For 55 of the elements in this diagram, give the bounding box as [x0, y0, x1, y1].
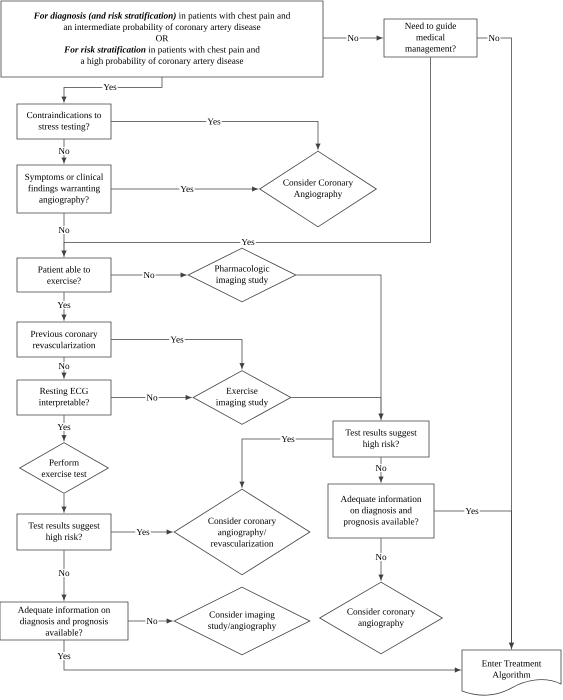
arrow	[62, 77, 162, 102]
process-box: Adequate information on diagnosis and prognosis available?	[328, 484, 434, 538]
edge-label: Yes	[56, 300, 72, 310]
arrow	[62, 139, 66, 164]
edge-label: Yes	[206, 117, 222, 126]
process-box: Patient able to exercise?	[16, 258, 112, 292]
process-box: Symptoms or clinical findings warranting angiography?	[16, 164, 112, 214]
arrow	[378, 538, 384, 580]
arrow	[62, 57, 431, 256]
arrow	[111, 530, 172, 534]
edge-label: Yes	[280, 434, 296, 444]
edge-label: Yes	[240, 238, 256, 246]
edge-label: No	[142, 270, 156, 280]
arrow	[62, 550, 66, 600]
arrow	[323, 36, 382, 40]
arrow	[111, 186, 258, 192]
arrow	[111, 272, 186, 278]
edge-label: No	[374, 552, 388, 562]
arrow	[62, 357, 66, 378]
process-box: Test results suggest high risk?	[332, 420, 430, 458]
edge-label: No	[145, 393, 159, 402]
process-box: Test results suggest high risk?	[16, 514, 112, 550]
edge-label: No	[57, 226, 71, 234]
process-box: Need to guide medical management?	[384, 18, 478, 58]
process-box: Adequate information on diagnosis and prognosis available?	[0, 602, 128, 640]
edge-label: No	[145, 616, 159, 626]
edge-label: Yes	[56, 652, 72, 660]
edge-label: No	[57, 362, 71, 370]
edge-label: Yes	[135, 528, 151, 536]
process-box: Previous coronary revascularization	[16, 322, 112, 358]
process-box: For diagnosis (and risk stratification) in patients with chest pain and an intermediate probability of coronary artery disease OR For risk stratification in patients with chest pain and a high probability of coronary artery disease	[0, 0, 324, 78]
edge-label: Yes	[169, 335, 185, 344]
edge-label: Yes	[56, 422, 72, 432]
edge-label: Yes	[179, 184, 195, 194]
arrow	[128, 618, 172, 624]
arrow	[378, 457, 384, 482]
edge-label: No	[487, 34, 501, 42]
edge-label: Yes	[102, 82, 118, 92]
process-box: Resting ECG interpretable?	[16, 380, 112, 416]
arrow	[240, 438, 333, 488]
arrow	[64, 640, 461, 672]
arrow	[111, 395, 192, 400]
arrow	[111, 339, 244, 369]
edge-label: No	[57, 146, 71, 156]
arrow	[62, 415, 66, 441]
edge-label: No	[346, 34, 360, 42]
process-box: Contraindications to stress testing?	[16, 104, 112, 140]
arrow	[291, 397, 384, 420]
arrow	[434, 510, 514, 649]
arrow	[111, 121, 320, 150]
edge-label: Yes	[464, 506, 480, 516]
edge-label: No	[374, 464, 388, 472]
arrow	[62, 292, 66, 320]
edge-label: No	[57, 568, 71, 578]
arrow	[62, 494, 66, 512]
